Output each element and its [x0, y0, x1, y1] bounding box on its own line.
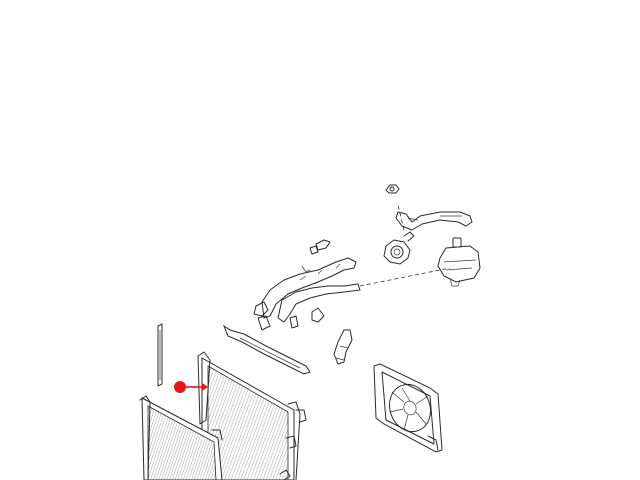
temperature-sensor-part [309, 239, 331, 255]
upper-coolant-hose [395, 211, 473, 231]
cap-fitting-part [385, 184, 400, 194]
drain-plug-part [279, 469, 291, 480]
hose-assembly-part [253, 257, 361, 331]
side-seal-strip [157, 323, 163, 387]
marker-dot-icon [174, 381, 186, 393]
leader-line [397, 204, 405, 231]
fan-shroud-part [373, 363, 443, 453]
condenser-part [139, 395, 223, 480]
expansion-tank-part [437, 237, 481, 287]
leader-line [359, 267, 451, 287]
callout-marker [174, 381, 208, 393]
arrow-icon [202, 383, 208, 391]
radiator-part [197, 351, 307, 480]
pump-housing-part [383, 231, 415, 265]
air-deflector-upper [222, 324, 311, 375]
lower-coolant-hose [333, 329, 353, 365]
